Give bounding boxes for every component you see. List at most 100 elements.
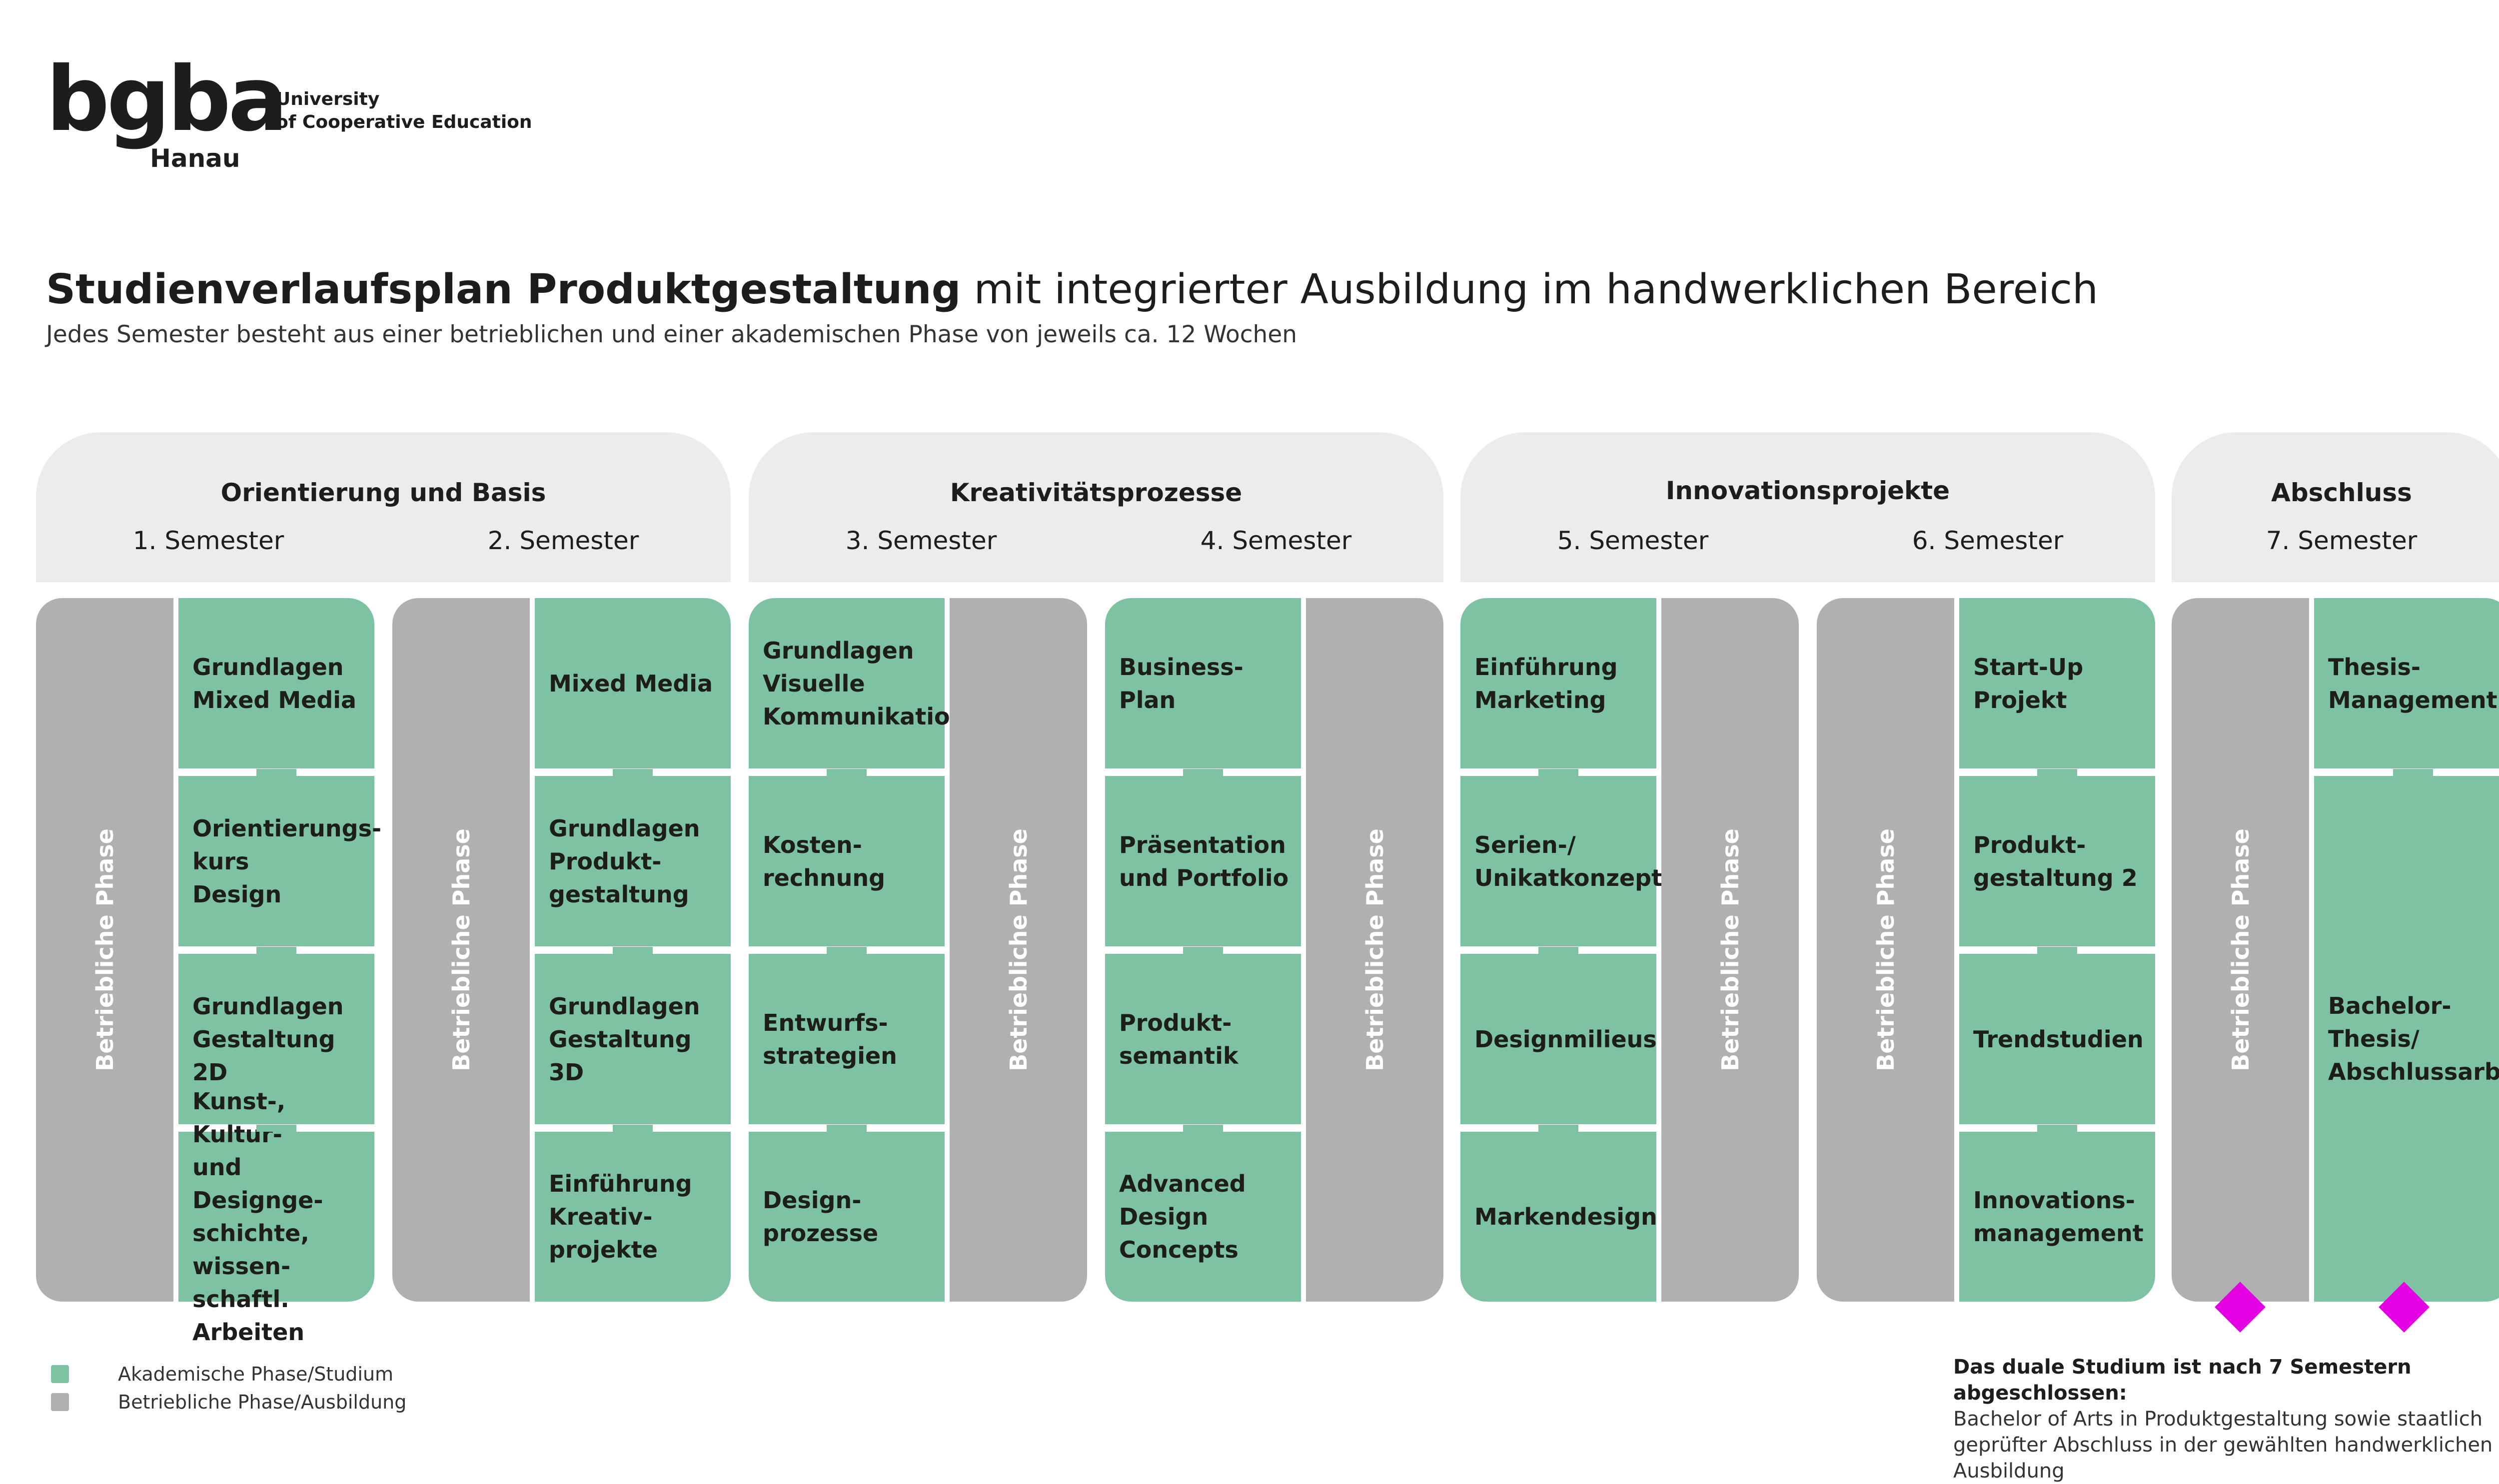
connector	[827, 1125, 867, 1132]
connector	[1183, 947, 1223, 954]
module-s2-3: Grundlagen Gestaltung 3D	[535, 954, 731, 1124]
connector	[256, 947, 296, 954]
module-label: Grundlagen Gestaltung 3D	[549, 992, 700, 1086]
module-s2-2: Grundlagen Produkt- gestaltung	[535, 776, 731, 946]
phase-title: Orientierung und Basis	[220, 478, 546, 507]
module-s3-3: Entwurfs- strategien	[749, 954, 945, 1124]
module-s2-4: Einführung Kreativ- projekte	[535, 1132, 731, 1302]
betriebliche-phase-s3: Betriebliche Phase	[950, 598, 1087, 1302]
module-label: Grundlagen Mixed Media	[192, 653, 357, 714]
phase-header-kreativitaet: Kreativitätsprozesse 3. Semester 4. Seme…	[749, 432, 1443, 582]
betriebliche-phase-s4: Betriebliche Phase	[1306, 598, 1443, 1302]
phase-header-orientierung: Orientierung und Basis 1. Semester 2. Se…	[36, 432, 731, 582]
module-s4-4: Advanced Design Concepts	[1105, 1132, 1301, 1302]
phase-title: Innovationsprojekte	[1665, 476, 1950, 505]
module-s3-1: Grundlagen Visuelle Kommunikation	[749, 598, 966, 768]
module-s4-1: Business- Plan	[1105, 598, 1301, 768]
semester-label-6: 6. Semester	[1912, 526, 2064, 555]
connector	[613, 769, 653, 776]
module-label: Designmilieus	[1474, 1025, 1657, 1053]
title-bold: Studienverlaufsplan Produktgestaltung	[46, 266, 961, 313]
module-label: Orientierungs- kurs Design	[192, 814, 382, 908]
logo-line-1: University	[276, 89, 380, 109]
legend-swatch-company	[51, 1393, 69, 1411]
module-label: Bachelor- Thesis/ Abschlussarbeit	[2328, 992, 2499, 1085]
module-label: Advanced Design Concepts	[1119, 1170, 1246, 1263]
logo-line-2: of Cooperative Education	[276, 112, 532, 132]
module-s7-2: Bachelor- Thesis/ Abschlussarbeit	[2314, 776, 2499, 1302]
betriebliche-phase-label: Betriebliche Phase	[1716, 828, 1744, 1071]
module-label: Grundlagen Visuelle Kommunikation	[763, 637, 967, 730]
module-label: Thesis- Management	[2328, 653, 2498, 714]
module-s5-3: Designmilieus	[1460, 954, 1657, 1124]
betriebliche-phase-label: Betriebliche Phase	[2227, 828, 2254, 1071]
semester-label-2: 2. Semester	[487, 526, 639, 555]
note-text: Bachelor of Arts in Produktgestaltung so…	[1953, 1408, 2493, 1483]
connector	[1183, 1125, 1223, 1132]
legend-swatch-academic	[51, 1365, 69, 1383]
module-s1-2: Orientierungs- kurs Design	[178, 776, 381, 946]
connector	[613, 947, 653, 954]
module-s3-4: Design- prozesse	[749, 1132, 945, 1302]
title-rest: mit integrierter Ausbildung im handwerkl…	[961, 266, 2098, 313]
module-label: Präsentation und Portfolio	[1119, 831, 1289, 891]
completion-note: Das duale Studium ist nach 7 Semestern a…	[1953, 1354, 2499, 1484]
connector	[827, 947, 867, 954]
semester-label-5: 5. Semester	[1557, 526, 1709, 555]
module-s6-1: Start-Up Projekt	[1959, 598, 2155, 768]
module-s5-1: Einführung Marketing	[1460, 598, 1656, 768]
module-s1-4: Kunst-, Kultur- und Designge- schichte, …	[178, 1088, 374, 1346]
module-label: Markendesign	[1474, 1203, 1657, 1230]
module-s6-3: Trendstudien	[1959, 954, 2155, 1124]
betriebliche-phase-label: Betriebliche Phase	[1872, 828, 1899, 1071]
betriebliche-phase-s5: Betriebliche Phase	[1661, 598, 1799, 1302]
module-s7-1: Thesis- Management	[2314, 598, 2499, 768]
phase-title: Abschluss	[2271, 478, 2412, 507]
module-s5-2: Serien-/ Unikatkonzept	[1460, 776, 1662, 946]
betriebliche-phase-s2: Betriebliche Phase	[392, 598, 530, 1302]
logo-city: Hanau	[150, 144, 240, 173]
semester-label-3: 3. Semester	[845, 526, 997, 555]
betriebliche-phase-label: Betriebliche Phase	[91, 828, 118, 1071]
connector	[1538, 769, 1578, 776]
note-heading: Das duale Studium ist nach 7 Semestern a…	[1953, 1356, 2412, 1405]
betriebliche-phase-label: Betriebliche Phase	[1005, 828, 1032, 1071]
semester-label-7: 7. Semester	[2266, 526, 2418, 555]
phase-header-innovation: Innovationsprojekte 5. Semester 6. Semes…	[1460, 432, 2155, 582]
module-label: Trendstudien	[1973, 1025, 2144, 1053]
module-s6-2: Produkt- gestaltung 2	[1959, 776, 2155, 946]
semester-label-4: 4. Semester	[1200, 526, 1352, 555]
connector	[1183, 769, 1223, 776]
connector	[1538, 947, 1578, 954]
module-label: Grundlagen Gestaltung 2D	[192, 992, 344, 1086]
connector	[2037, 769, 2077, 776]
connector	[2037, 947, 2077, 954]
betriebliche-phase-label: Betriebliche Phase	[1361, 828, 1388, 1071]
module-label: Start-Up Projekt	[1973, 653, 2084, 714]
module-s6-4: Innovations- management	[1959, 1132, 2155, 1302]
module-s3-2: Kosten- rechnung	[749, 776, 945, 946]
legend-label-academic: Akademische Phase/Studium	[118, 1363, 394, 1385]
logo-wordmark: bgba	[46, 47, 288, 151]
connector	[2037, 1125, 2077, 1132]
module-label: Design- prozesse	[763, 1187, 879, 1247]
module-label: Grundlagen Produkt- gestaltung	[549, 814, 700, 908]
connector	[2393, 769, 2433, 776]
betriebliche-phase-label: Betriebliche Phase	[447, 828, 475, 1071]
connector	[1538, 1125, 1578, 1132]
module-s4-3: Produkt- semantik	[1105, 954, 1301, 1124]
connector	[613, 1125, 653, 1132]
connector	[827, 769, 867, 776]
module-s2-1: Mixed Media	[535, 598, 731, 768]
phase-header-abschluss: Abschluss 7. Semester	[2172, 432, 2499, 582]
connector	[256, 769, 296, 776]
legend-label-company: Betriebliche Phase/Ausbildung	[118, 1391, 407, 1413]
module-label: Innovations- management	[1973, 1187, 2144, 1247]
module-s1-1: Grundlagen Mixed Media	[178, 598, 374, 768]
betriebliche-phase-s6: Betriebliche Phase	[1817, 598, 1954, 1302]
betriebliche-phase-s7: Betriebliche Phase	[2172, 598, 2309, 1302]
module-s4-2: Präsentation und Portfolio	[1105, 776, 1301, 946]
module-label: Kunst-, Kultur- und Designge- schichte, …	[192, 1088, 323, 1346]
module-label: Serien-/ Unikatkonzept	[1474, 831, 1663, 891]
module-label: Produkt- gestaltung 2	[1973, 831, 2138, 891]
